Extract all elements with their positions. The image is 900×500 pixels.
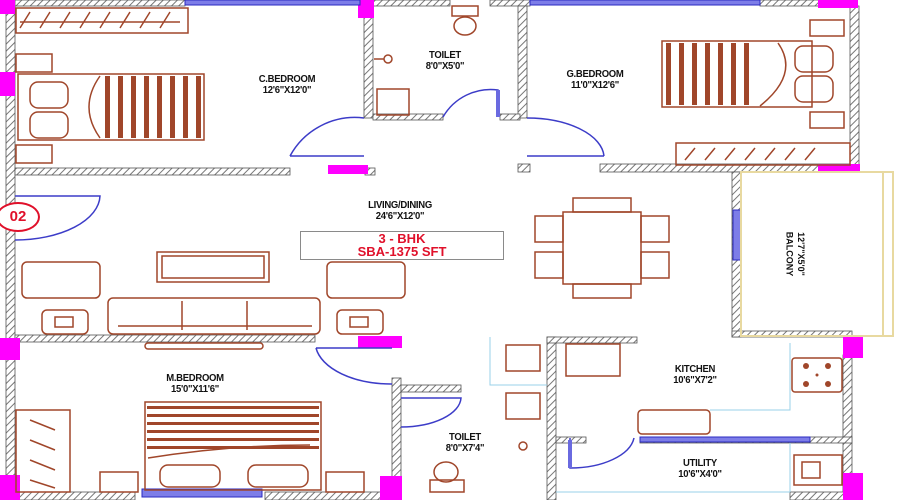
room-label-kitchen: KITCHEN 10'6"X7'2": [648, 364, 743, 386]
unit-config: 3 - BHK: [378, 231, 426, 246]
room-size: 8'0"X7'4": [445, 443, 485, 454]
unit-number-tag: 02: [0, 202, 40, 232]
room-label-g-bedroom: G.BEDROOM 11'0"X12'6": [533, 69, 657, 91]
room-size: 10'6"X4'0": [678, 469, 722, 480]
room-size: 24'6"X12'0": [375, 211, 425, 222]
room-label-balcony: BALCONY 12'7"X5'0": [775, 225, 835, 285]
unit-area: SBA-1375 SFT: [357, 244, 447, 259]
windows: [141, 0, 811, 498]
room-label-m-bedroom: M.BEDROOM 15'0"X11'6": [133, 373, 257, 395]
room-name: G.BEDROOM: [566, 69, 624, 80]
balcony-edge: [740, 171, 894, 337]
furniture-details: [105, 43, 831, 449]
room-size: 10'6"X7'2": [673, 375, 717, 386]
room-label-toilet-bottom: TOILET 8'0"X7'4": [432, 432, 499, 454]
room-label-utility: UTILITY 10'6"X4'0": [653, 458, 748, 480]
door-jambs: [496, 90, 572, 468]
room-name: TOILET: [429, 50, 461, 61]
room-size: 12'7"X5'0": [795, 232, 806, 276]
room-size: 8'0"X5'0": [425, 61, 465, 72]
room-size: 12'6"X12'0": [262, 85, 312, 96]
room-size: 15'0"X11'6": [171, 384, 219, 395]
room-name: LIVING/DINING: [368, 200, 432, 211]
room-name: M.BEDROOM: [166, 373, 224, 384]
partition-lines: [489, 337, 791, 493]
unit-summary-box: 3 - BHK SBA-1375 SFT: [300, 231, 504, 260]
room-name: TOILET: [449, 432, 481, 443]
room-size: 11'0"X12'6": [571, 80, 619, 91]
room-label-toilet-top: TOILET 8'0"X5'0": [412, 50, 479, 72]
room-name: C.BEDROOM: [258, 74, 316, 85]
room-name: UTILITY: [683, 458, 717, 469]
room-label-living-dining: LIVING/DINING 24'6"X12'0": [334, 200, 467, 222]
room-name: KITCHEN: [674, 364, 716, 375]
room-label-c-bedroom: C.BEDROOM 12'6"X12'0": [225, 74, 349, 96]
doors: [14, 88, 635, 469]
room-name: BALCONY: [784, 231, 795, 277]
columns: [0, 0, 863, 500]
